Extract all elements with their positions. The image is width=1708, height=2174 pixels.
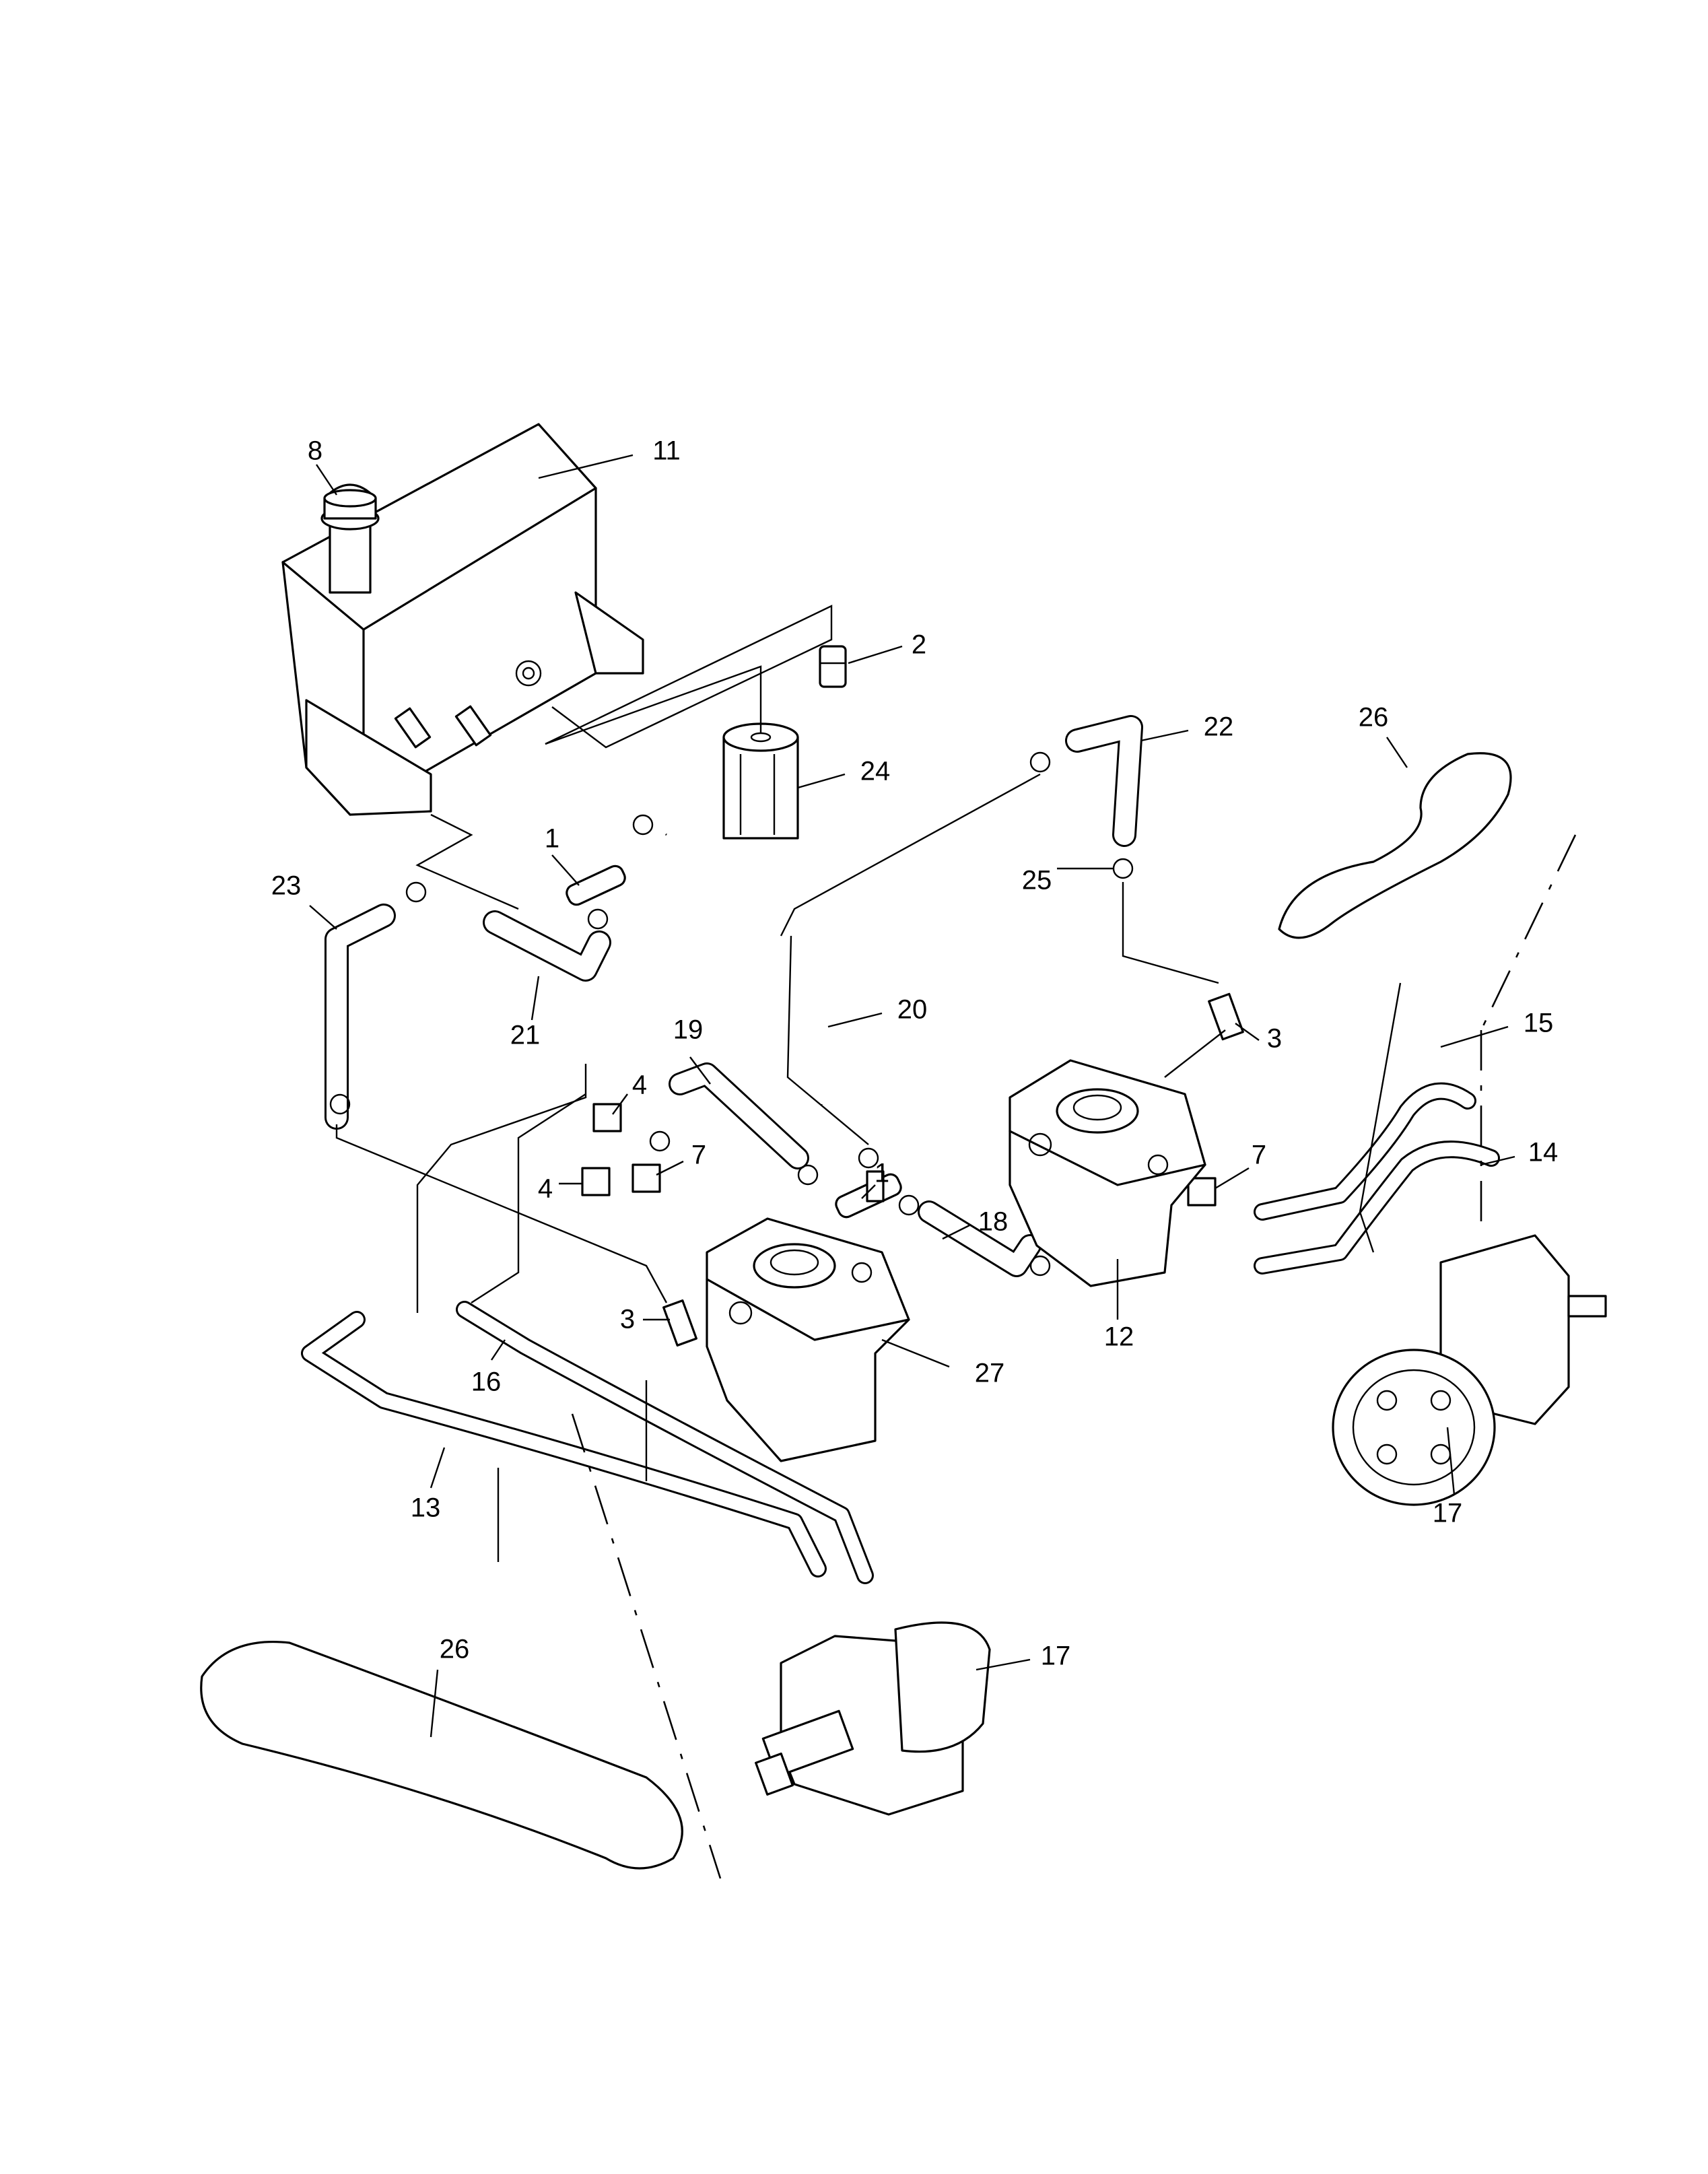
oil-filter — [722, 722, 799, 840]
callout-7-left: 7 — [691, 1141, 706, 1170]
callout-2: 2 — [912, 630, 926, 660]
connection-lines — [335, 605, 1402, 1562]
hydraulic-tank — [281, 423, 644, 816]
callouts: 8 11 2 22 26 24 1 23 25 21 20 3 15 19 4 … — [271, 436, 1559, 1738]
callout-19: 19 — [673, 1015, 704, 1045]
callout-22: 22 — [1204, 712, 1234, 742]
callout-11: 11 — [652, 436, 681, 466]
fitting-2 — [819, 645, 847, 688]
callout-17-bottom: 17 — [1041, 1641, 1071, 1671]
callout-13: 13 — [411, 1493, 441, 1523]
callout-8: 8 — [308, 436, 322, 466]
belt-center-lines — [571, 834, 1577, 1879]
callout-12: 12 — [1104, 1322, 1134, 1352]
tank-fittings — [394, 705, 492, 749]
callout-17-right: 17 — [1433, 1499, 1463, 1528]
callout-4-lower: 4 — [538, 1174, 553, 1204]
callout-3-upper: 3 — [1267, 1024, 1282, 1054]
hose-18 — [918, 1200, 1041, 1277]
hydraulic-line-13 — [301, 1311, 827, 1577]
callout-4-upper: 4 — [632, 1071, 647, 1100]
filler-cap — [320, 483, 380, 594]
hydraulic-line-16 — [456, 1301, 874, 1584]
callout-18: 18 — [978, 1207, 1009, 1237]
callout-20: 20 — [897, 995, 928, 1025]
hydraulic-line-15 — [1254, 1082, 1476, 1221]
callout-26-lower: 26 — [440, 1635, 470, 1664]
tee-fitting-lower — [835, 1170, 902, 1219]
callout-24: 24 — [860, 757, 891, 786]
hose-21 — [483, 910, 611, 982]
wheel-motor-17-right — [1332, 1234, 1607, 1506]
callout-26-upper: 26 — [1359, 703, 1389, 733]
hose-23 — [324, 904, 396, 1130]
callout-15: 15 — [1524, 1009, 1554, 1038]
callout-27: 27 — [975, 1359, 1005, 1388]
callout-1-lower: 1 — [875, 1159, 889, 1188]
hose-20 — [660, 826, 832, 1106]
tee-fitting-upper — [566, 864, 626, 906]
callout-7-right: 7 — [1252, 1141, 1266, 1170]
hydraulic-line-14 — [1254, 1141, 1500, 1275]
callout-3-lower: 3 — [620, 1305, 635, 1334]
wheel-motor-17-bottom — [755, 1621, 991, 1816]
callout-21: 21 — [510, 1021, 541, 1050]
hose-22 — [1065, 715, 1143, 847]
hydrostatic-pump-12 — [1009, 1059, 1206, 1287]
callout-1-upper: 1 — [545, 824, 559, 854]
callout-25: 25 — [1022, 866, 1052, 895]
callout-14: 14 — [1528, 1138, 1559, 1167]
callout-23: 23 — [271, 871, 302, 901]
hydrostatic-pump-27 — [706, 1217, 910, 1462]
hose-19 — [669, 1062, 809, 1169]
drive-belt-26-upper — [1278, 752, 1512, 939]
callout-16: 16 — [471, 1367, 502, 1397]
drive-belt-26-lower — [200, 1640, 683, 1870]
hose-clamps — [329, 751, 1134, 1277]
elbow-fittings — [581, 992, 1244, 1347]
